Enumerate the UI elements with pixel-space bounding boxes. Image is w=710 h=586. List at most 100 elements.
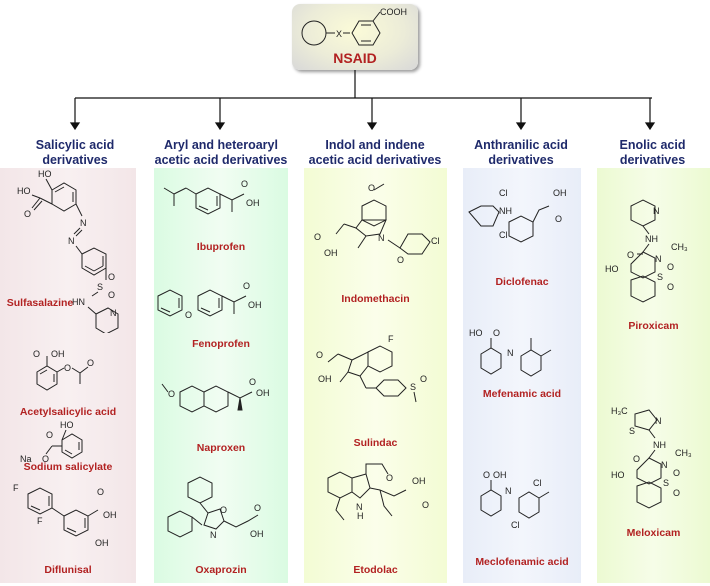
atom-label: O — [42, 454, 49, 464]
atom-label: S — [97, 282, 103, 292]
title-line: derivatives — [619, 153, 686, 167]
arrow-down-icon — [69, 122, 81, 131]
atom-label: OH — [248, 300, 262, 310]
atom-label: O — [314, 232, 321, 242]
drug-name: Fenoprofen — [192, 338, 250, 350]
category-title-salicylic: Salicylic acid derivatives — [0, 138, 150, 168]
title-line: derivatives — [42, 153, 108, 167]
atom-label: O — [254, 503, 261, 513]
atom-label: O — [185, 310, 192, 320]
fenoprofen-structure: O O OH — [157, 281, 262, 320]
atom-label: N — [505, 486, 512, 496]
atom-label: Na — [20, 454, 32, 464]
category-title-indol: Indol and indene acetic acid derivatives — [300, 138, 450, 168]
drug-name: Naproxen — [196, 442, 246, 454]
atom-label: Cl — [511, 520, 520, 530]
atom-label: OH — [51, 349, 65, 359]
atom-label: N — [655, 416, 662, 426]
atom-label: O — [168, 389, 175, 399]
drug-name: Diclofenac — [495, 276, 549, 288]
atom-label: CH₃ — [671, 242, 688, 252]
indomethacin-structure: O N O OH O Cl — [314, 183, 440, 265]
atom-label: OH — [412, 476, 426, 486]
sulfasalazine-structure: HO HO O N N S O O HN N — [17, 169, 119, 333]
atom-label: OH — [256, 388, 270, 398]
atom-label: Cl — [431, 236, 440, 246]
atom-label: O — [555, 214, 562, 224]
atom-label: N — [661, 460, 668, 470]
nsaid-scaffold-structure: X COOH — [301, 7, 407, 46]
atom-label: F — [13, 483, 19, 493]
nsaid-title: NSAID — [333, 50, 377, 66]
title-line: Enolic acid — [619, 138, 686, 152]
atom-label: O — [241, 179, 248, 189]
naproxen-structure: O O OH — [161, 378, 270, 413]
atom-label: H₃C — [611, 406, 628, 416]
atom-label: OH — [95, 538, 109, 548]
atom-label: N — [80, 218, 87, 228]
category-title-anthranilic: Anthranilic acid derivatives — [460, 138, 582, 168]
atom-label: O — [397, 255, 404, 265]
drug-name: Meclofenamic acid — [475, 556, 569, 568]
atom-label: O — [108, 272, 115, 282]
drug-name: Diflunisal — [44, 564, 92, 576]
atom-label: N — [210, 530, 217, 540]
atom-label: OH — [324, 248, 338, 258]
cooh-label: COOH — [380, 7, 407, 17]
diclofenac-structure: Cl NH Cl OH O — [468, 188, 567, 243]
atom-label: O — [87, 358, 94, 368]
arrow-down-icon — [366, 122, 378, 131]
benzene-ring — [351, 20, 381, 46]
atom-label: HO — [605, 264, 619, 274]
drug-name: Sulfasalazine — [6, 297, 74, 309]
atom-label: NH — [499, 206, 512, 216]
atom-label: H — [357, 511, 364, 521]
atom-label: OH — [318, 374, 332, 384]
drug-name: Etodolac — [353, 564, 398, 576]
atom-label: HN — [72, 297, 85, 307]
atom-label: N — [507, 348, 514, 358]
ibuprofen-structure: O OH — [163, 179, 260, 215]
atom-label: Cl — [499, 188, 508, 198]
title-line: Aryl and heteroaryl — [164, 138, 278, 152]
atom-label: O — [24, 209, 31, 219]
sodium-salicylate-structure: HO O Na O — [20, 420, 83, 464]
atom-label: OH — [493, 470, 507, 480]
atom-label: O — [483, 470, 490, 480]
atom-label: O — [243, 281, 250, 291]
atom-label: O — [64, 363, 71, 373]
atom-label: N — [653, 206, 660, 216]
drug-name: Acetylsalicylic acid — [19, 406, 117, 418]
atom-label: O — [316, 350, 323, 360]
atom-label: O — [386, 473, 393, 483]
atom-label: Cl — [533, 478, 542, 488]
title-line: Salicylic acid — [35, 138, 115, 152]
atom-label: N — [655, 254, 662, 264]
arrow-down-icon — [214, 122, 226, 131]
drug-name: Sulindac — [353, 437, 398, 449]
atom-label: O — [220, 505, 227, 515]
mefenamic-acid-structure: HO O N — [469, 328, 552, 377]
atom-label: S — [410, 382, 416, 392]
atom-label: HO — [469, 328, 483, 338]
atom-label: O — [667, 262, 674, 272]
piroxicam-structure: N NH O N CH₃ HO S O O — [605, 199, 688, 303]
atom-label: N — [110, 308, 117, 318]
meclofenamic-acid-structure: O OH N Cl Cl — [480, 470, 550, 530]
title-line: acetic acid derivatives — [154, 153, 288, 167]
atom-label: OH — [103, 510, 117, 520]
atom-label: O — [493, 328, 500, 338]
atom-label: N — [356, 502, 363, 512]
atom-label: O — [673, 468, 680, 478]
atom-label: F — [388, 334, 394, 344]
nsaid-scaffold-box — [292, 4, 418, 70]
atom-label: NH — [645, 234, 658, 244]
linker-x-label: X — [336, 29, 342, 39]
drug-name: Meloxicam — [626, 527, 681, 539]
atom-label: F — [37, 516, 43, 526]
atom-label: S — [657, 272, 663, 282]
atom-label: HO — [611, 470, 625, 480]
panel-aryl — [154, 168, 288, 583]
atom-label: O — [108, 290, 115, 300]
title-line: Anthranilic acid — [474, 138, 568, 152]
